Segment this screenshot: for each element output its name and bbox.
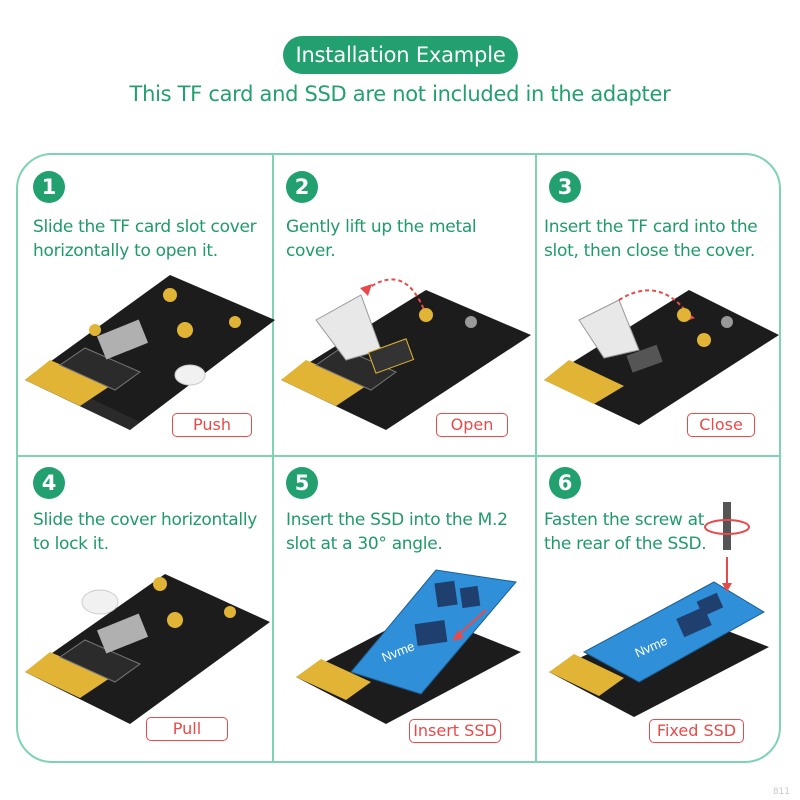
step-1-illustration: [25, 275, 275, 430]
step-2-description: Gently lift up the metal cover.: [286, 217, 477, 261]
page-subtitle: This TF card and SSD are not included in…: [129, 82, 671, 106]
step-3-illustration: [544, 289, 779, 425]
grid-divider: [16, 455, 781, 457]
fixed-ssd-label: Fixed SSD: [649, 719, 744, 743]
step-1-panel: 1 Slide the TF card slot cover horizonta…: [20, 160, 275, 460]
step-5-description: Insert the SSD into the M.2 slot at a 30…: [286, 510, 508, 554]
open-label: Open: [436, 413, 508, 437]
step-4-number: 4: [33, 467, 65, 499]
grid-divider: [272, 153, 274, 763]
step-1-number: 1: [33, 171, 65, 203]
step-1-description: Slide the TF card slot cover horizontall…: [33, 217, 257, 261]
step-4-description: Slide the cover horizontally to lock it.: [33, 510, 258, 554]
step-3-panel: 3 Insert the TF card into the slot, then…: [539, 160, 794, 460]
insert-ssd-label: Insert SSD: [409, 719, 501, 743]
page-title: Installation Example: [283, 36, 518, 74]
step-6-number: 6: [549, 467, 581, 499]
steps-grid-frame: [16, 153, 781, 763]
step-5-number: 5: [286, 467, 318, 499]
step-3-number: 3: [549, 171, 581, 203]
step-6-description: Fasten the screw at the rear of the SSD.: [544, 510, 707, 554]
step-2-number: 2: [286, 171, 318, 203]
step-6-panel: 6 Fasten the screw at the rear of the SS…: [539, 462, 794, 762]
step-2-illustration: [281, 278, 531, 430]
step-4-illustration: [25, 574, 270, 724]
grid-divider: [535, 153, 537, 763]
push-label: Push: [172, 413, 252, 437]
step-2-panel: 2 Gently lift up the metal cover. Open: [276, 160, 531, 460]
step-5-illustration: Nvme: [296, 569, 521, 724]
step-3-description: Insert the TF card into the slot, then c…: [544, 217, 758, 261]
step-5-panel: 5 Insert the SSD into the M.2 slot at a …: [276, 462, 531, 762]
pull-label: Pull: [146, 717, 228, 741]
step-6-illustration: Nvme: [549, 502, 769, 717]
screwdriver-icon: [723, 502, 731, 550]
close-label: Close: [687, 413, 755, 437]
step-4-panel: 4 Slide the cover horizontally to lock i…: [20, 462, 275, 762]
watermark: 811: [772, 787, 790, 797]
